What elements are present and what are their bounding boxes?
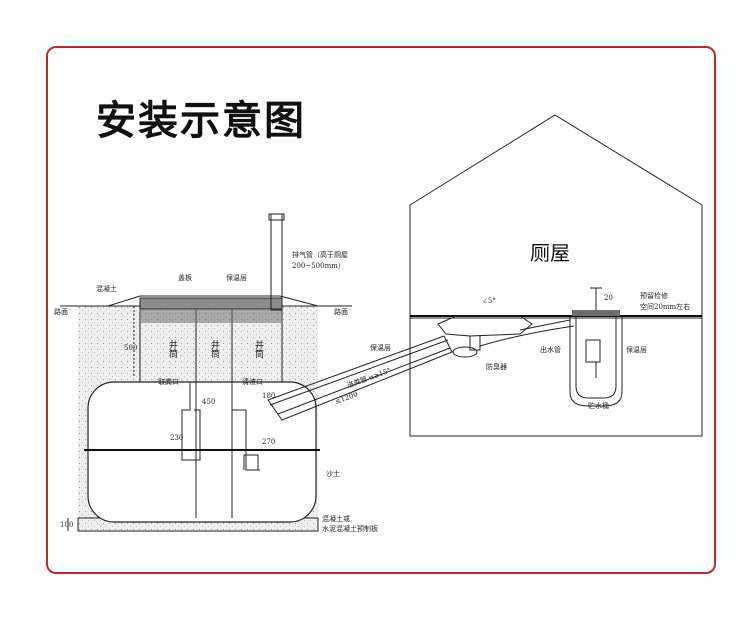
toilet-pan: [437, 315, 533, 337]
label-insulation-house: 保温层: [626, 345, 647, 354]
label-vent-pipe-size: 200~500mm）: [292, 262, 345, 270]
tank-lid: [572, 310, 620, 316]
label-dim-100: 100: [60, 521, 73, 529]
label-ground-right: 路面: [334, 307, 348, 316]
outlet-pipe-lower: [479, 325, 575, 347]
label-dim-180: 180: [262, 392, 275, 400]
label-dim-450: 450: [202, 398, 215, 406]
label-base-slab: 水泥混凝土预制板: [322, 524, 378, 533]
label-base-concrete: 混凝土或: [322, 514, 350, 523]
outlet-pipe-upper: [519, 319, 571, 331]
house-floor-soil: [409, 315, 703, 437]
label-insulation-pipe: 保温层: [370, 343, 391, 352]
label-concrete-top: 混凝土: [96, 284, 117, 293]
label-reserved-space: 空间20mm左右: [640, 302, 690, 311]
label-reserved-check: 预留检修: [640, 291, 668, 300]
label-shaft-2: 井筒: [209, 339, 220, 359]
label-toilet-room: 厕屋: [530, 241, 570, 265]
feed-pipe-inner-2: [277, 347, 451, 415]
feed-pipe: [267, 335, 453, 421]
cover-lid: [139, 297, 283, 310]
house-outline: [409, 114, 703, 319]
label-ground-left: 路面: [54, 307, 68, 316]
label-dim-230: 230: [170, 434, 183, 442]
label-depth-500: 500: [124, 344, 137, 352]
feed-pipe-inner-1: [269, 339, 449, 406]
label-vent-pipe: 排气管（高于厕屋: [292, 250, 348, 259]
frame-border: [46, 46, 716, 574]
vent-pipe-cap: [268, 213, 285, 221]
label-feed-pipe-len: ≤1200: [334, 390, 359, 406]
label-cover: 盖板: [178, 273, 192, 282]
label-shaft-1: 井筒: [167, 339, 178, 359]
diagram-title: 安装示意图: [96, 98, 306, 144]
water-tank: [575, 316, 617, 399]
label-dim-20: 20: [604, 294, 613, 302]
label-outlet-pipe: 出水管: [540, 345, 561, 354]
label-cleaning-port: 清渣口: [242, 377, 263, 386]
insulation-band: [140, 309, 282, 323]
label-shaft-3: 井筒: [253, 339, 264, 359]
water-tank-outer: [569, 316, 623, 407]
inner-pipe-1: [181, 382, 201, 461]
odor-trap-body: [469, 336, 481, 351]
label-insulation-tank: 保温层: [226, 273, 247, 282]
inner-pipe-2: [232, 409, 260, 471]
inner-pipe-3: [243, 454, 259, 470]
label-odor-trap: 防臭器: [486, 362, 507, 371]
label-water-tank: 贮水桶: [588, 401, 609, 410]
label-sand: 沙土: [326, 469, 340, 478]
odor-trap: [452, 346, 478, 358]
tank-inner-pipe: [585, 339, 601, 363]
label-inlet-port: 取粪口: [158, 377, 179, 386]
label-slope-angle: ∠5°: [482, 297, 496, 305]
label-dim-270: 270: [262, 438, 275, 446]
